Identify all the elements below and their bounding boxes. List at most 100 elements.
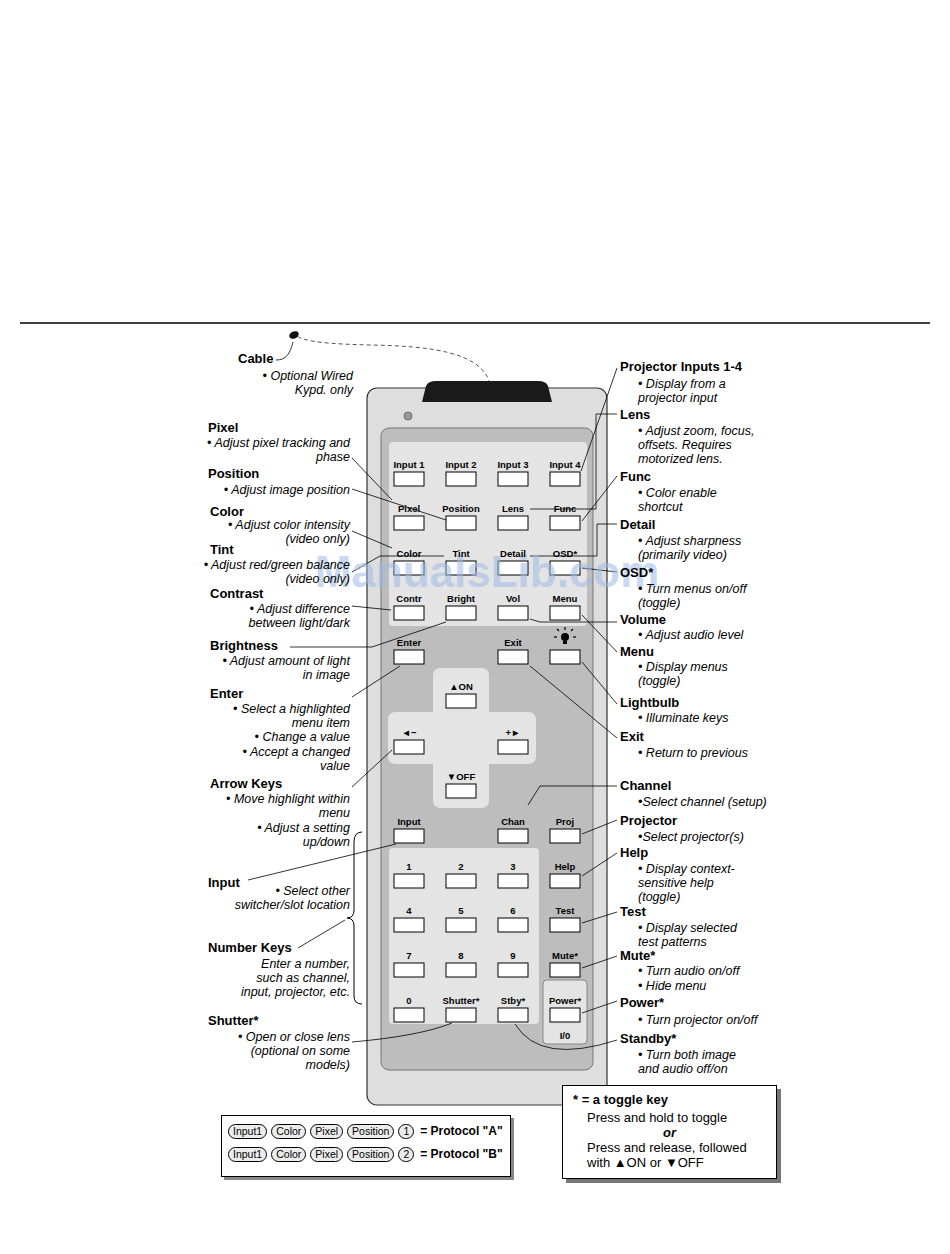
key-label: Input: [397, 815, 420, 829]
callout-heading: Projector: [620, 814, 677, 828]
callout-heading: Menu: [620, 645, 654, 659]
key-label: Mute*: [552, 949, 578, 963]
key-label: Menu: [553, 592, 578, 606]
callout-heading: Position: [208, 467, 259, 481]
callout-text: • Adjust zoom, focus, offsets. Requires …: [638, 424, 773, 466]
key-label: Enter: [397, 636, 421, 650]
callout-text: • Adjust difference between light/dark: [200, 602, 350, 630]
key-label: Color: [397, 547, 422, 561]
key-label: Chan: [501, 815, 525, 829]
callout-text: • Turn both image and audio off/on: [638, 1048, 758, 1076]
key-label: Func: [554, 502, 577, 516]
callout-text: • Adjust audio level: [638, 628, 768, 642]
key-label: 8: [458, 949, 463, 963]
pill-text: Position: [352, 1148, 389, 1160]
callout-text: • Display selected test patterns: [638, 921, 758, 949]
note-box: * = a toggle keyPress and hold to toggle…: [562, 1085, 777, 1179]
callout-text: • Change a value: [210, 730, 350, 744]
callout-text: • Select other switcher/slot location: [210, 884, 350, 912]
protocol-box: = Protocol "A"= Protocol "B"Input1ColorP…: [221, 1115, 511, 1177]
key-label: Input 3: [497, 458, 528, 472]
callout-heading: Lens: [620, 408, 650, 422]
number-pad: [389, 848, 539, 1024]
callout-text: • Adjust sharpness (primarily video): [638, 534, 763, 562]
callout-text: • Display from a projector input: [638, 377, 748, 405]
key-label: Pixel: [398, 502, 420, 516]
callout-heading: Test: [620, 905, 646, 919]
callout-heading: Mute*: [620, 949, 655, 963]
key-label: Test: [556, 904, 575, 918]
callout-text: • Color enable shortcut: [638, 486, 733, 514]
callout-text: • Select a highlighted menu item: [210, 702, 350, 730]
callout-heading: Tint: [210, 543, 234, 557]
callout-text: •Select projector(s): [638, 830, 788, 844]
key-label: I/0: [560, 1029, 571, 1043]
key-label: 0: [406, 994, 411, 1008]
lightbulb-icon: [554, 627, 576, 644]
key-label: Lens: [502, 502, 524, 516]
key-label: Vol: [506, 592, 520, 606]
key-label: 1: [406, 860, 411, 874]
pill-text: Input1: [233, 1125, 262, 1137]
key-label: Shutter*: [443, 994, 480, 1008]
key-pill: Position: [347, 1124, 394, 1139]
callout-heading: Arrow Keys: [210, 777, 282, 791]
note-text: Press and release, followed with ▲ON or …: [573, 1140, 766, 1170]
arrow-pad: [388, 668, 536, 808]
key-label: Input 4: [549, 458, 580, 472]
ir-window: [422, 381, 552, 402]
callout-heading: Help: [620, 846, 648, 860]
pill-text: Input1: [233, 1148, 262, 1160]
callout-text: • Display context-sensitive help (toggle…: [638, 862, 748, 904]
watermark: ManualsLib.com: [315, 548, 660, 596]
pill-text: Pixel: [315, 1125, 338, 1137]
key-label: Proj: [556, 815, 574, 829]
callout-text: • Hide menu: [638, 979, 768, 993]
callout-text: • Open or close lens (optional on some m…: [225, 1030, 350, 1072]
key-label: Input 1: [393, 458, 424, 472]
key-label: OSD*: [553, 547, 577, 561]
key-pill: Pixel: [310, 1124, 343, 1139]
callout-heading: Color: [210, 505, 244, 519]
callout-heading: Number Keys: [208, 941, 292, 955]
callout-heading: Volume: [620, 613, 666, 627]
key-pill: Input1: [228, 1147, 267, 1162]
pill-text: Color: [276, 1125, 301, 1137]
callout-heading: Power*: [620, 996, 664, 1010]
callout-heading: Cable: [238, 352, 273, 366]
callout-text: • Adjust image position: [200, 483, 350, 497]
key-pill: Pixel: [310, 1147, 343, 1162]
key-label: Detail: [500, 547, 526, 561]
callout-heading: Enter: [210, 687, 243, 701]
callout-heading: OSD*: [620, 566, 653, 580]
key-label: Position: [442, 502, 479, 516]
key-pill: Color: [271, 1147, 306, 1162]
pill-text: Position: [352, 1125, 389, 1137]
pill-text: 2: [403, 1148, 409, 1160]
callout-heading: Shutter*: [208, 1014, 259, 1028]
note-text: or: [573, 1125, 766, 1140]
key-section: [389, 442, 587, 626]
note-text: * = a toggle key: [573, 1092, 766, 1107]
rule: [20, 322, 930, 324]
key-panel: [381, 428, 593, 1070]
callout-text: • Illuminate keys: [638, 711, 768, 725]
key-label: +►: [506, 726, 521, 740]
callout-text: • Adjust pixel tracking and phase: [200, 436, 350, 464]
callout-text: • Adjust amount of light in image: [210, 654, 350, 682]
callout-text: • Accept a changed value: [240, 745, 350, 773]
callout-text: • Optional Wired Kypd. only: [238, 369, 353, 397]
pill-text: Pixel: [315, 1148, 338, 1160]
note-text: Press and hold to toggle: [573, 1110, 766, 1125]
pill-text: 1: [403, 1125, 409, 1137]
key-label: 2: [458, 860, 463, 874]
key-label: 4: [406, 904, 411, 918]
key-label: 6: [510, 904, 515, 918]
callout-heading: Contrast: [210, 587, 263, 601]
key-label: 7: [406, 949, 411, 963]
callout-text: • Move highlight within menu: [210, 792, 350, 820]
callout-heading: Lightbulb: [620, 696, 679, 710]
key-pill: Position: [347, 1147, 394, 1162]
key-label: 9: [510, 949, 515, 963]
